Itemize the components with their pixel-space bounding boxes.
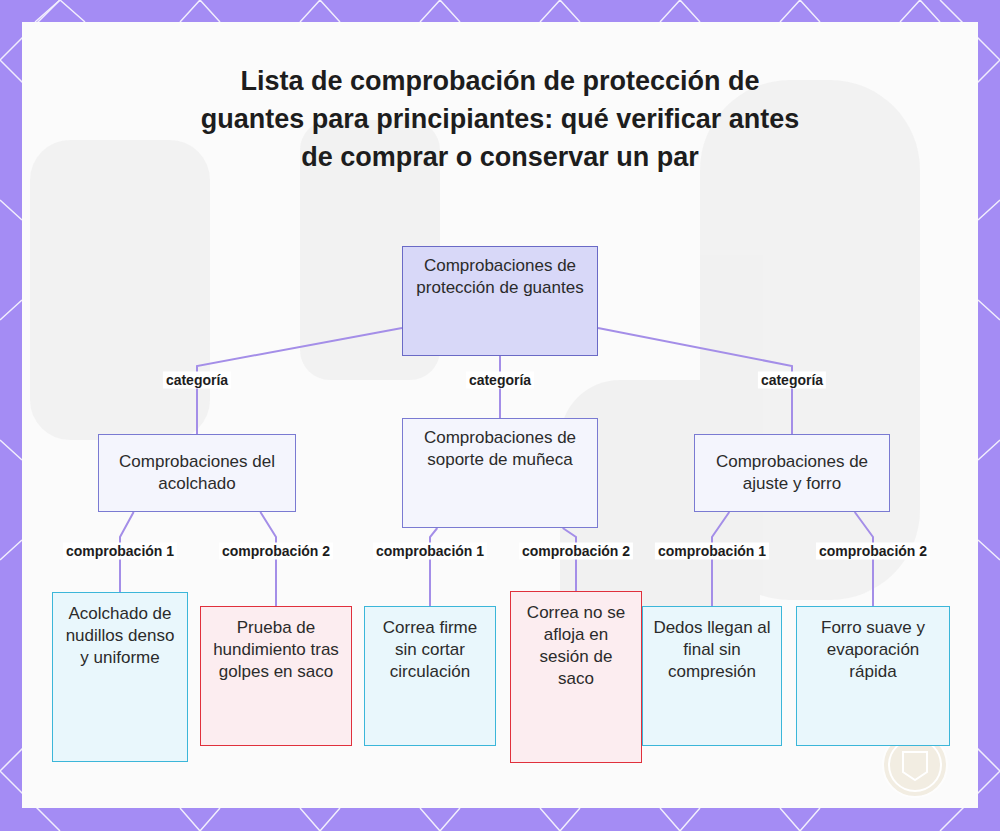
category-box: Comprobaciones de soporte de muñeca [402, 418, 598, 528]
node-text: Comprobaciones del acolchado [109, 451, 285, 495]
root-box: Comprobaciones de protección de guantes [402, 246, 598, 356]
edge-label: comprobación 1 [63, 543, 177, 560]
category-box: Comprobaciones de ajuste y forro [694, 434, 890, 512]
edge-label: categoría [163, 372, 231, 389]
node-text: Comprobaciones de protección de guantes [413, 255, 587, 299]
warning-check-box: Prueba de hundimiento tras golpes en sac… [200, 606, 352, 746]
node-text: Dedos llegan al final sin compresión [653, 617, 771, 683]
edge-label: categoría [758, 372, 826, 389]
edge-label: categoría [466, 372, 534, 389]
edge-label: comprobación 1 [373, 543, 487, 560]
node-text: Acolchado de nudillos denso y uniforme [63, 603, 177, 669]
category-box: Comprobaciones del acolchado [98, 434, 296, 512]
inner-panel [22, 22, 978, 808]
check-box: Dedos llegan al final sin compresión [642, 606, 782, 746]
check-box: Forro suave y evaporación rápida [796, 606, 950, 746]
check-box: Acolchado de nudillos denso y uniforme [52, 592, 188, 762]
diagram-title: Lista de comprobación de protección de g… [200, 62, 800, 176]
edge-label: comprobación 2 [519, 543, 633, 560]
node-text: Correa no se afloja en sesión de saco [521, 602, 631, 690]
connector-line [430, 528, 437, 606]
check-box: Correa firme sin cortar circulación [364, 606, 496, 746]
node-text: Correa firme sin cortar circulación [375, 617, 485, 683]
node-text: Prueba de hundimiento tras golpes en sac… [211, 617, 341, 683]
edge-label: comprobación 1 [655, 543, 769, 560]
node-text: Comprobaciones de soporte de muñeca [413, 427, 587, 471]
node-text: Comprobaciones de ajuste y forro [705, 451, 879, 495]
node-text: Forro suave y evaporación rápida [807, 617, 939, 683]
edge-label: comprobación 2 [816, 543, 930, 560]
connector-line [563, 528, 576, 591]
warning-check-box: Correa no se afloja en sesión de saco [510, 591, 642, 763]
edge-label: comprobación 2 [219, 543, 333, 560]
